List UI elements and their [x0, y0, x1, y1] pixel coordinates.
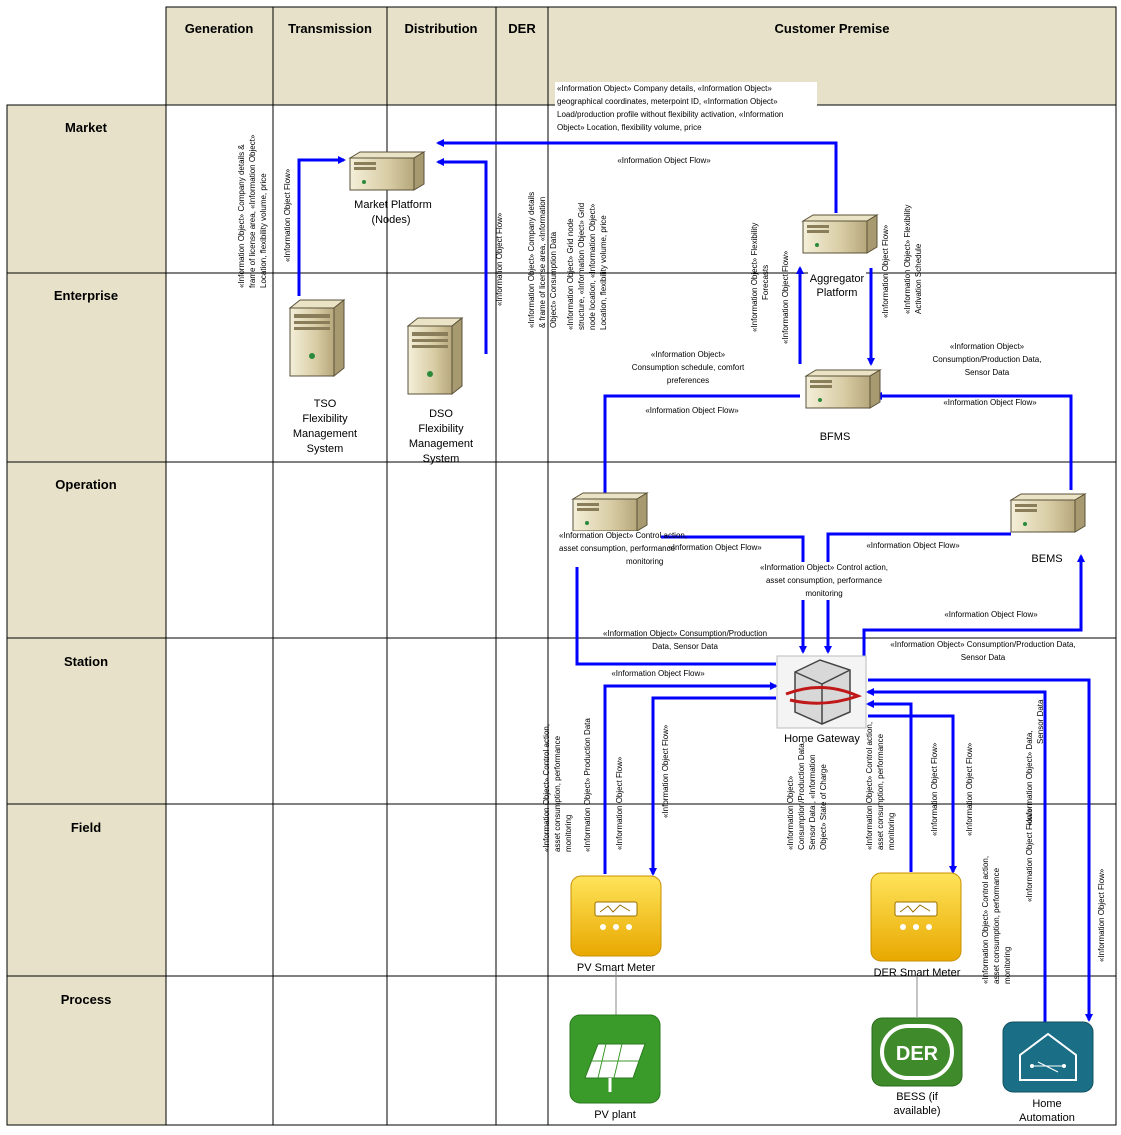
dso-flow-label: «Information Object Flow» [495, 212, 504, 306]
pv-plant-node: PV plant [569, 1014, 661, 1121]
flow-mid-label: «Information Object Flow» [668, 543, 762, 552]
bems-node: BEMS [1010, 493, 1086, 565]
column-header-transmission: Transmission [288, 21, 372, 36]
horizontal-annotations: «Information Object» Company details, «I… [555, 82, 1076, 678]
pv-smart-meter-label: PV Smart Meter [577, 962, 656, 974]
consumption-schedule-label: «Information Object»Consumption schedule… [632, 350, 745, 385]
row-header-market: Market [65, 120, 108, 135]
row-header-process: Process [61, 992, 112, 1007]
flow-gw-ops-label: «Information Object Flow» [611, 669, 705, 678]
home-gateway-label: Home Gateway [784, 733, 860, 745]
flow-gw-bems-label: «Information Object Flow» [944, 610, 1038, 619]
column-header-generation: Generation [185, 21, 254, 36]
ha-flow-label: «Information Object Flow» [1025, 808, 1034, 902]
row-header-operation: Operation [55, 477, 116, 492]
market-platform-line1: Market Platform [354, 199, 432, 211]
bfms-label: BFMS [820, 431, 851, 443]
flow-bems-gw-label: «Information Object Flow» [866, 541, 960, 550]
pv-plant-label: PV plant [594, 1109, 636, 1121]
vertical-annotations: «Information Object» Company details &fr… [237, 134, 1106, 984]
der-flow1-label: «Information Object Flow» [930, 742, 939, 836]
row-header-station: Station [64, 654, 108, 669]
tso-flow-label: «Information Object Flow» [283, 168, 292, 262]
tso-info-label: «Information Object» Company details &fr… [237, 134, 268, 288]
control-mid-label: «Information Object» Control action,asse… [760, 563, 888, 598]
agg-flow-down-label: «Information Object Flow» [881, 224, 890, 318]
bems-bfms-info-label: «Information Object»Consumption/Producti… [933, 342, 1042, 377]
row-header-enterprise: Enterprise [54, 288, 118, 303]
flow-bems-bfms-label: «Information Object Flow» [943, 398, 1037, 407]
operation-server-node [572, 492, 648, 532]
control-left-label: «Information Object» Control action,asse… [559, 531, 687, 566]
home-gateway-node: Home Gateway [776, 655, 867, 745]
info-object-top: «Information Object» Company details, «I… [557, 84, 783, 132]
der-flow2-label: «Information Object Flow» [965, 742, 974, 836]
flow-agg-market-label: «Information Object Flow» [617, 156, 711, 165]
market-platform-node: Market Platform (Nodes) [349, 151, 432, 226]
pv-flow2-label: «Information Object Flow» [661, 724, 670, 818]
flow-ops-bfms-label: «Information Object Flow» [645, 406, 739, 415]
pv-smart-meter-node: PV Smart Meter [570, 875, 662, 974]
market-platform-label: Market Platform (Nodes) [354, 199, 432, 226]
column-header-customer-premise: Customer Premise [775, 21, 890, 36]
der-control-label: «Information Object» Control action,asse… [981, 856, 1012, 984]
der-smart-meter-node: DER Smart Meter [870, 872, 962, 979]
cons-prod-left-label: «Information Object» Consumption/Product… [603, 629, 767, 651]
gw-soc-label: «Information Object»Consumption/Producti… [786, 741, 828, 850]
column-header-distribution: Distribution [405, 21, 478, 36]
der-icon: DER [896, 1043, 939, 1065]
cons-prod-right-label: «Information Object» Consumption/Product… [890, 640, 1075, 662]
row-header-field: Field [71, 820, 101, 835]
column-header-der: DER [508, 21, 536, 36]
pv-prod-label: «Information Object» Production Data [583, 718, 592, 852]
bems-label: BEMS [1031, 553, 1062, 565]
bfms-node: BFMS [805, 369, 881, 443]
pv-control-label: «Information Object» Control action,asse… [542, 724, 573, 852]
pv-flow1-label: «Information Object Flow» [615, 756, 624, 850]
der-smart-meter-label: DER Smart Meter [874, 967, 961, 979]
ha-sensor-label: «Information Object» Data,Sensor Data [1025, 699, 1045, 826]
agg-flow-up-label: «Information Object Flow» [781, 250, 790, 344]
dso-info-label: «Information Object» Company details& fr… [527, 192, 558, 328]
market-platform-line2: (Nodes) [371, 214, 410, 226]
ha-flow2-label: «Information Object Flow» [1097, 868, 1106, 962]
gw-control-label: «Information Object» Control action,asse… [865, 722, 896, 850]
information-flows [297, 139, 1093, 1022]
